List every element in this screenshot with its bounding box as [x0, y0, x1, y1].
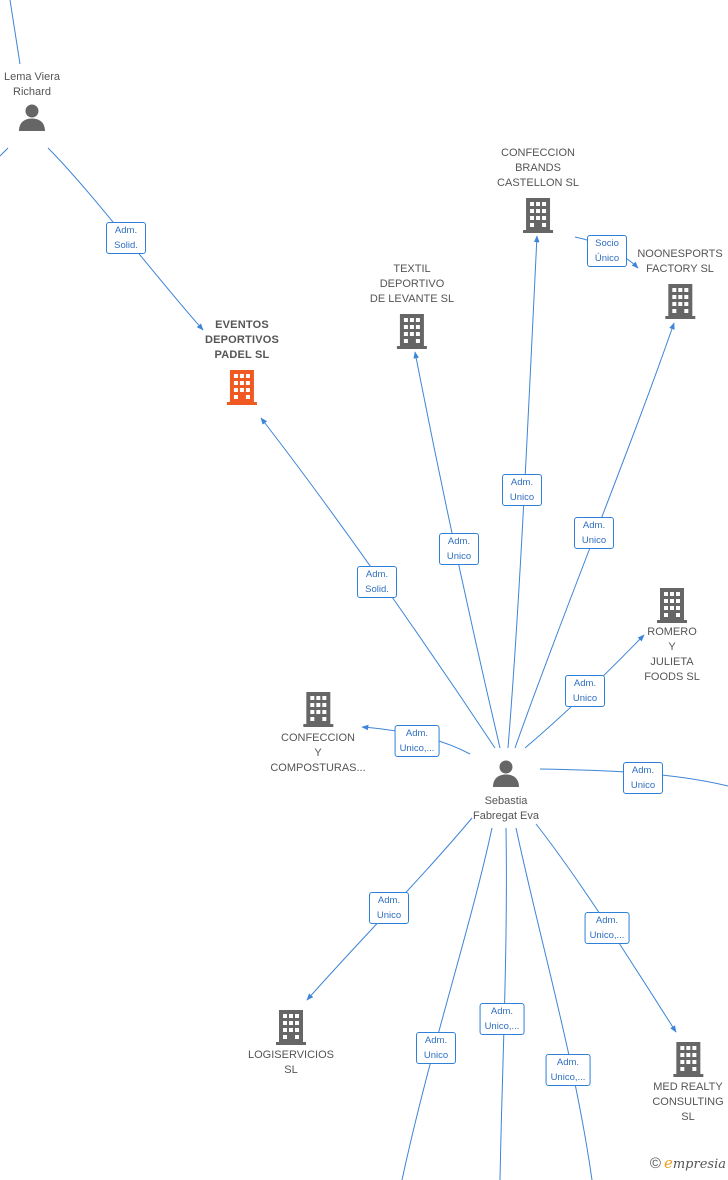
edge-label[interactable]: Adm. Unico,...	[394, 725, 440, 757]
node-brands[interactable]: CONFECCION BRANDS CASTELLON SL	[497, 146, 579, 233]
node-label: ROMERO Y JULIETA FOODS SL	[644, 626, 700, 683]
node-textil[interactable]: TEXTIL DEPORTIVO DE LEVANTE SL	[370, 262, 454, 349]
edge-bottom-1	[401, 827, 493, 1180]
building-icon	[227, 370, 257, 405]
node-label: TEXTIL DEPORTIVO DE LEVANTE SL	[369, 263, 455, 305]
building-icon	[276, 1010, 306, 1045]
edge-label[interactable]: Adm. Unico	[574, 517, 614, 549]
edge-label[interactable]: Adm. Unico,...	[584, 912, 630, 944]
node-label: LOGISERVICIOS SL	[248, 1049, 334, 1076]
edge-label[interactable]: Adm. Unico	[502, 474, 542, 506]
node-label: NOONESPORTS FACTORY SL	[637, 248, 723, 275]
node-composturas[interactable]: CONFECCION Y COMPOSTURAS...	[270, 691, 366, 776]
edge-label[interactable]: Adm. Unico	[369, 892, 409, 924]
edge-label[interactable]: Adm. Unico	[416, 1032, 456, 1064]
node-label: MED REALTY CONSULTING SL	[652, 1081, 724, 1123]
edge-lema-upper	[9, 0, 21, 65]
person-icon	[19, 104, 45, 131]
edge-label[interactable]: Adm. Unico	[565, 675, 605, 707]
node-label: CONFECCION Y COMPOSTURAS...	[270, 732, 366, 774]
node-label: Lema Viera Richard	[3, 71, 61, 98]
edge-label[interactable]: Adm. Unico,...	[479, 1003, 525, 1035]
edge-label[interactable]: Socio Único	[587, 235, 627, 267]
edge-label[interactable]: Adm. Unico,...	[545, 1054, 591, 1086]
copyright-symbol: ©	[649, 1154, 661, 1172]
node-romero[interactable]: ROMERO Y JULIETA FOODS SL	[644, 587, 700, 685]
building-icon	[303, 692, 333, 727]
brand-logo: empresia	[663, 1154, 726, 1172]
node-label: CONFECCION BRANDS CASTELLON SL	[497, 147, 579, 189]
building-icon	[665, 284, 695, 319]
edge-label[interactable]: Adm. Solid.	[106, 222, 146, 254]
person-icon	[492, 760, 519, 787]
building-icon	[522, 198, 553, 233]
node-eventos[interactable]: EVENTOS DEPORTIVOS PADEL SL	[205, 318, 279, 405]
copyright-mark: © empresia	[650, 1154, 726, 1172]
building-icon	[396, 314, 427, 349]
node-logiservicios[interactable]: LOGISERVICIOS SL	[248, 1009, 334, 1078]
edge-label[interactable]: Adm. Unico	[623, 762, 663, 794]
edge-label[interactable]: Adm. Unico	[439, 533, 479, 565]
building-icon	[673, 1042, 703, 1077]
node-medrealty[interactable]: MED REALTY CONSULTING SL	[652, 1041, 724, 1125]
node-sebastia[interactable]: Sebastia Fabregat Eva	[473, 758, 539, 824]
edge-lema-left	[0, 147, 9, 157]
building-icon	[657, 588, 687, 623]
node-noonesports[interactable]: NOONESPORTS FACTORY SL	[637, 247, 723, 319]
node-label: EVENTOS DEPORTIVOS PADEL SL	[204, 319, 280, 361]
node-label: Sebastia Fabregat Eva	[472, 795, 540, 822]
edge-bottom-3	[515, 827, 593, 1180]
edge-label[interactable]: Adm. Solid.	[357, 566, 397, 598]
node-lema[interactable]: Lema Viera Richard	[4, 70, 60, 132]
